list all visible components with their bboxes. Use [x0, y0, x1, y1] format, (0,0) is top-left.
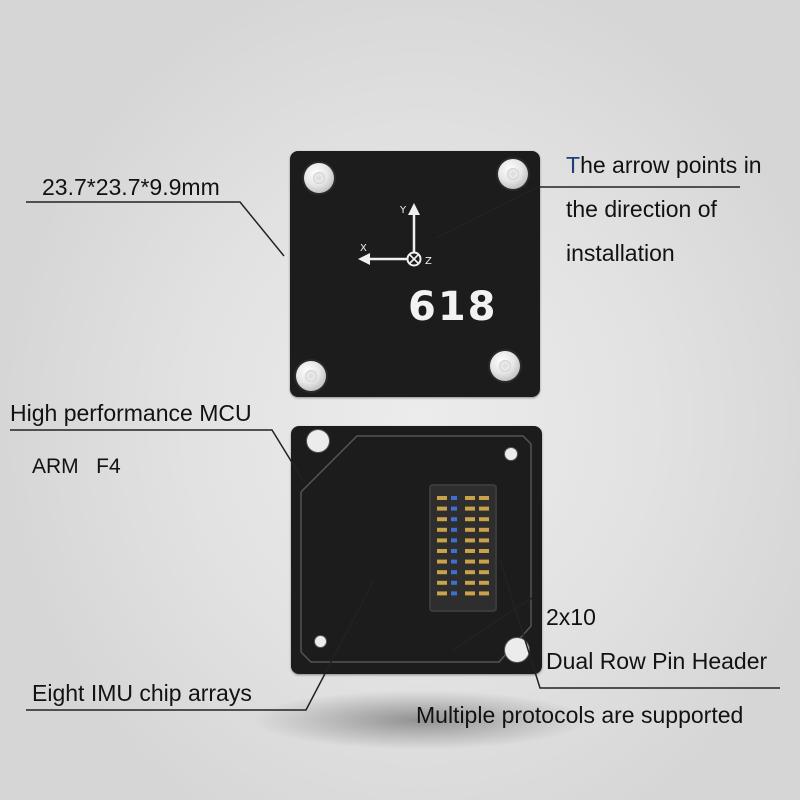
header-pin	[451, 517, 457, 522]
header-pin	[437, 591, 447, 596]
header-pin	[465, 506, 475, 511]
mount-screw-top-right	[498, 159, 528, 189]
header-pin	[437, 496, 447, 500]
header-pin	[465, 549, 475, 553]
header-pin	[437, 559, 447, 564]
axis-z-label: Z	[425, 256, 432, 267]
header-pin	[451, 538, 457, 543]
header-pin	[479, 580, 489, 585]
mount-screw-bottom-left	[296, 361, 326, 391]
axis-y-label: Y	[399, 205, 407, 216]
imu-module-top-view: Y X Z 618	[290, 151, 540, 397]
arrow-note-line1: The arrow points in	[566, 154, 762, 177]
header-pin	[479, 538, 489, 543]
header-pin	[437, 538, 447, 543]
header-pin	[437, 527, 447, 532]
callout-line-dimensions	[26, 201, 285, 257]
mount-hole-bottom-left	[315, 636, 326, 647]
header-pin	[465, 591, 475, 596]
product-shadow	[250, 690, 590, 750]
callout-line-mcu	[10, 429, 305, 483]
imu-array-label: Eight IMU chip arrays	[32, 680, 252, 706]
mcu-label: High performance MCU	[10, 400, 252, 426]
pin-header-label: Dual Row Pin Header	[546, 648, 768, 674]
header-pin	[465, 517, 475, 522]
board-silkscreen-outline	[300, 435, 532, 663]
pin-header-pins	[437, 496, 489, 596]
header-pin	[451, 527, 457, 532]
header-pin	[465, 496, 475, 500]
header-pin	[479, 517, 489, 522]
callout-line-pin-header	[499, 559, 780, 689]
mount-screw-bottom-right	[490, 351, 520, 381]
header-pin	[479, 549, 489, 553]
pin-header-connector	[429, 484, 497, 612]
model-number: 618	[408, 284, 498, 330]
header-pin	[451, 559, 457, 564]
header-pin	[437, 517, 447, 522]
header-pin	[479, 496, 489, 500]
header-pin	[479, 527, 489, 532]
header-pin	[437, 549, 447, 553]
header-pin	[437, 506, 447, 511]
header-pin	[479, 506, 489, 511]
orientation-axes-icon: Y X Z	[358, 203, 432, 267]
header-pin	[479, 591, 489, 596]
header-pin	[451, 591, 457, 596]
callout-line-imu	[26, 579, 375, 711]
header-pin	[451, 496, 457, 500]
callout-line-pin-count	[452, 597, 533, 651]
header-pin	[437, 580, 447, 585]
imu-module-bottom-view	[291, 426, 542, 674]
header-pin	[479, 559, 489, 564]
header-pin	[451, 549, 457, 553]
mount-screw-top-left	[304, 163, 334, 193]
header-pin	[437, 570, 447, 575]
arrow-note-line3: installation	[566, 240, 675, 266]
mount-hole-top-right	[505, 448, 517, 460]
dimensions-label: 23.7*23.7*9.9mm	[42, 174, 220, 200]
protocols-label: Multiple protocols are supported	[416, 702, 744, 728]
mount-hole-top-left	[307, 430, 329, 452]
arrow-note-line2: the direction of	[566, 196, 717, 222]
header-pin	[465, 559, 475, 564]
pin-count-label: 2x10	[546, 604, 596, 630]
header-pin	[451, 570, 457, 575]
header-pin	[465, 570, 475, 575]
callout-line-arrow	[435, 186, 740, 239]
header-pin	[451, 506, 457, 511]
header-pin	[465, 580, 475, 585]
header-pin	[465, 527, 475, 532]
arrow-note-line1-rest: he arrow points in	[580, 152, 762, 178]
header-pin	[479, 570, 489, 575]
header-pin	[465, 538, 475, 543]
mcu-arch-label: ARM F4	[32, 455, 121, 478]
arrow-note-first-letter: T	[566, 152, 581, 178]
header-pin	[451, 580, 457, 585]
axis-x-label: X	[360, 243, 367, 254]
